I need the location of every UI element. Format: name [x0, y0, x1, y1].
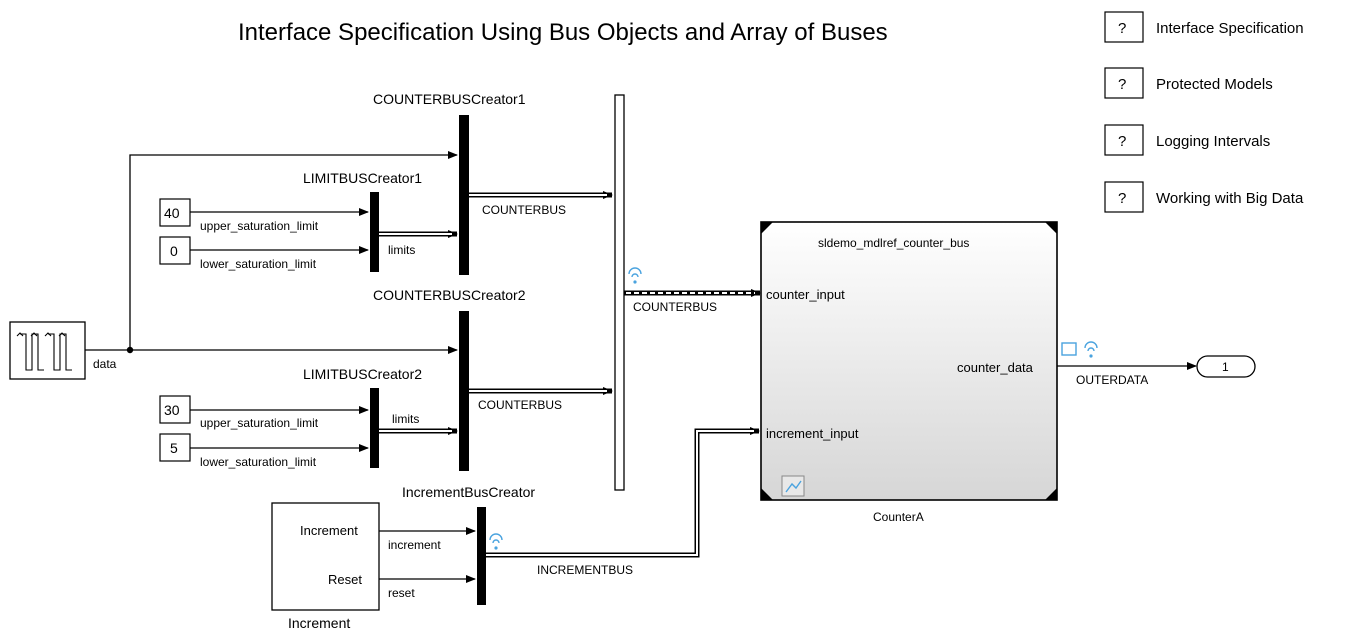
signal-label-incrementbus: INCREMENTBUS — [537, 563, 633, 577]
increment-signal-lines[interactable] — [379, 527, 476, 583]
diagram-title: Interface Specification Using Bus Object… — [238, 19, 888, 46]
signal-label-limits2: limits — [392, 412, 419, 426]
help-link-working-with-big-data[interactable]: ? Working with Big Data — [1104, 181, 1304, 213]
signal-label-counterbus2: COUNTERBUS — [478, 398, 562, 412]
bus-line-incrementbus[interactable] — [486, 427, 760, 558]
help-link-protected-models[interactable]: ? Protected Models — [1104, 67, 1273, 99]
signal-label-lower-2: lower_saturation_limit — [200, 455, 317, 469]
signal-label-counterbus3: COUNTERBUS — [633, 300, 717, 314]
svg-text:5: 5 — [170, 440, 178, 456]
constant-block-5[interactable]: 5 — [159, 433, 191, 462]
svg-text:1: 1 — [1222, 360, 1229, 374]
pulse-generator-block[interactable] — [9, 321, 86, 380]
block-label-counterbus-creator2: COUNTERBUSCreator2 — [373, 287, 526, 303]
branch-point — [126, 346, 134, 354]
signal-label-counterbus1: COUNTERBUS — [482, 203, 566, 217]
constant-block-0[interactable]: 0 — [159, 236, 191, 265]
svg-text:40: 40 — [164, 205, 180, 221]
data-signal-line[interactable] — [85, 151, 458, 354]
signal-label-reset: reset — [388, 586, 415, 600]
subsystem-port-reset: Reset — [328, 572, 362, 587]
signal-label-limits1: limits — [388, 243, 415, 257]
bus-creator-limitbus2[interactable] — [370, 388, 379, 468]
block-label-increment-bus-creator: IncrementBusCreator — [402, 484, 535, 500]
signal-label-lower-1: lower_saturation_limit — [200, 257, 317, 271]
model-port-increment-input: increment_input — [766, 426, 859, 441]
signal-label-increment: increment — [388, 538, 441, 552]
svg-text:?: ? — [1118, 190, 1126, 207]
help-link-label: Interface Specification — [1156, 20, 1304, 37]
model-port-counter-data: counter_data — [957, 360, 1034, 375]
signal-label-outerdata: OUTERDATA — [1076, 373, 1148, 387]
constant-block-40[interactable]: 40 — [159, 198, 191, 227]
help-link-label: Logging Intervals — [1156, 133, 1270, 150]
pulse-generator-icon — [16, 332, 72, 371]
svg-text:30: 30 — [164, 402, 180, 418]
constant-block-30[interactable]: 30 — [159, 395, 191, 424]
viewer-icon[interactable] — [1061, 342, 1077, 356]
svg-text:?: ? — [1118, 133, 1126, 150]
model-reference-block[interactable]: sldemo_mdlref_counter_bus counter_input … — [760, 221, 1058, 501]
help-link-label: Protected Models — [1156, 76, 1273, 93]
signal-label-upper-1: upper_saturation_limit — [200, 219, 319, 233]
bus-creator-increment[interactable] — [477, 507, 486, 605]
model-name: sldemo_mdlref_counter_bus — [818, 236, 969, 250]
help-link-logging-intervals[interactable]: ? Logging Intervals — [1104, 124, 1270, 156]
signal-label-upper-2: upper_saturation_limit — [200, 416, 319, 430]
help-link-interface-specification[interactable]: ? Interface Specification — [1104, 11, 1304, 43]
svg-text:0: 0 — [170, 243, 178, 259]
model-port-counter-input: counter_input — [766, 287, 845, 302]
signal-logging-icon[interactable] — [489, 533, 503, 550]
bus-creator-counterbus2[interactable] — [459, 311, 469, 471]
svg-text:?: ? — [1118, 20, 1126, 37]
signal-logging-icon[interactable] — [1084, 341, 1098, 358]
block-label-counter-a: CounterA — [873, 510, 924, 524]
block-label-limitbus-creator1: LIMITBUSCreator1 — [303, 170, 422, 186]
vector-concatenate-block[interactable] — [614, 94, 625, 491]
outport-block[interactable]: 1 — [1196, 355, 1256, 378]
bus-creator-counterbus1[interactable] — [459, 115, 469, 275]
block-label-limitbus-creator2: LIMITBUSCreator2 — [303, 366, 422, 382]
block-label-counterbus-creator1: COUNTERBUSCreator1 — [373, 91, 526, 107]
help-link-label: Working with Big Data — [1156, 190, 1304, 207]
model-ref-badge-icon — [781, 475, 805, 497]
signal-logging-icon[interactable] — [628, 267, 642, 284]
signal-label-data: data — [93, 357, 117, 371]
subsystem-port-increment: Increment — [300, 523, 358, 538]
increment-subsystem-block[interactable]: Increment Reset — [271, 502, 380, 611]
constant-signal-lines[interactable] — [190, 208, 369, 452]
block-label-increment: Increment — [288, 615, 350, 630]
bus-creator-limitbus1[interactable] — [370, 192, 379, 272]
svg-text:?: ? — [1118, 76, 1126, 93]
